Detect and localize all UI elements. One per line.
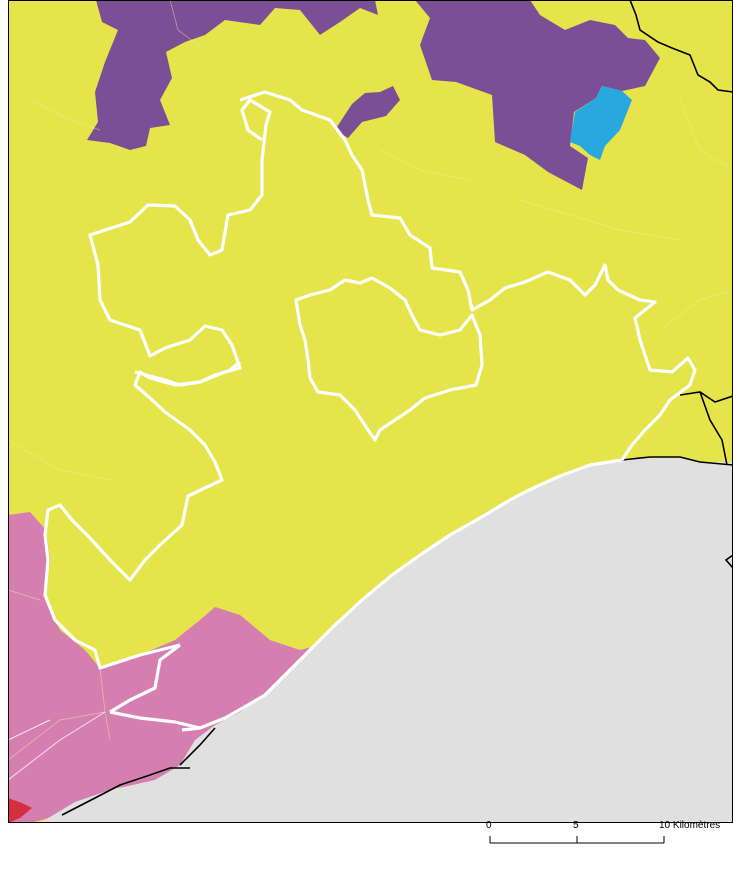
zone-purple-east bbox=[415, 0, 660, 190]
map-body bbox=[8, 0, 733, 823]
sea bbox=[40, 457, 733, 823]
zone-purple-small bbox=[335, 86, 400, 138]
boundary-west-commune bbox=[43, 228, 242, 670]
scale-label-10: 10 Kilomètres bbox=[659, 820, 720, 831]
boundary-central-north bbox=[239, 90, 697, 461]
scale-label-5: 5 bbox=[573, 820, 579, 831]
boundary-south-link bbox=[109, 710, 201, 730]
outer-borders bbox=[61, 0, 733, 816]
white-boundaries bbox=[43, 90, 697, 732]
scale-label-0: 0 bbox=[486, 820, 492, 831]
internal-faint-borders bbox=[8, 0, 733, 761]
boundary-central-commune bbox=[294, 276, 484, 442]
zone-pink bbox=[8, 512, 320, 823]
boundary-west-enclave bbox=[134, 360, 241, 387]
boundary-south-coast bbox=[181, 458, 623, 732]
zone-purple-west bbox=[87, 0, 378, 150]
boundary-north-chain bbox=[104, 98, 272, 257]
scale-bar: 0 5 10 Kilomètres bbox=[486, 820, 720, 844]
zone-red bbox=[8, 798, 32, 823]
pink-internal-lines bbox=[8, 711, 106, 781]
zone-blue bbox=[570, 86, 632, 160]
boundary-coastal-edge bbox=[109, 643, 181, 714]
